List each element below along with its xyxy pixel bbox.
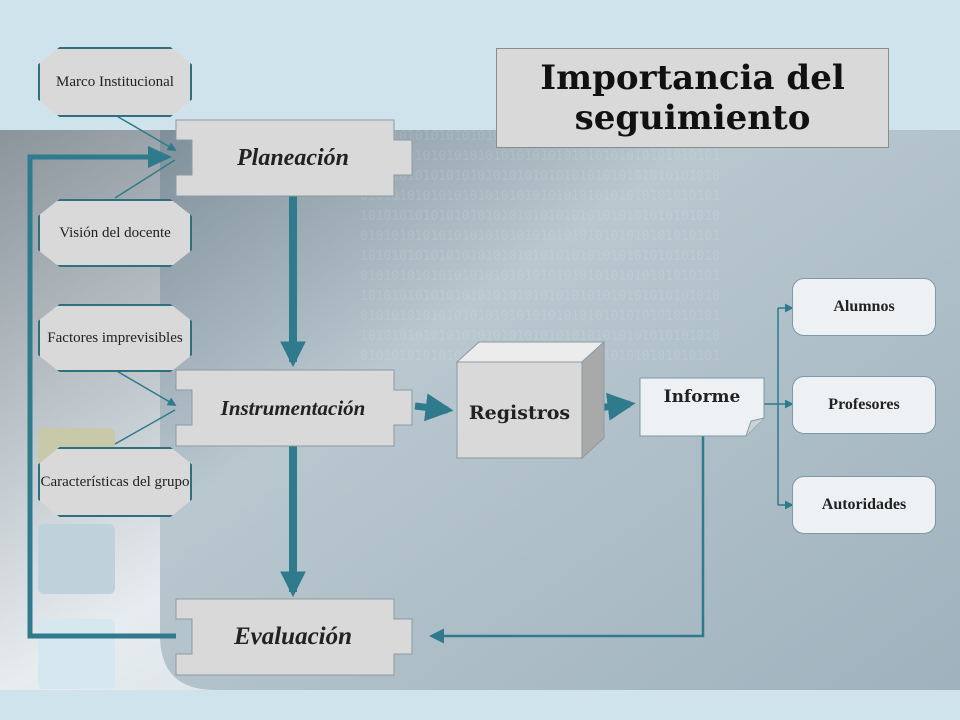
factor-label: Marco Institucional: [56, 73, 174, 90]
step-evaluacion: Evaluación: [233, 623, 353, 650]
svg-text:101010101010101010101010101010: 1010101010101010101010101010101010101010…: [360, 289, 720, 304]
svg-text:010101010101010101010101010101: 0101010101010101010101010101010101010101…: [360, 309, 720, 324]
factor-label: Factores imprevisibles: [47, 329, 183, 346]
svg-text:010101010101010101010101010101: 0101010101010101010101010101010101010101…: [360, 189, 720, 204]
recipient-label: Alumnos: [833, 298, 895, 315]
factor-label: Características del grupo: [40, 473, 190, 490]
svg-text:101010101010101010101010101010: 1010101010101010101010101010101010101010…: [360, 209, 720, 224]
informe-label: Informe: [663, 387, 741, 407]
registros-cube: [455, 340, 606, 460]
recipient-alumnos: Alumnos: [792, 278, 936, 336]
factor-label: Visión del docente: [59, 224, 171, 241]
planeacion-shape: [175, 119, 413, 197]
evaluacion-shape: [175, 598, 413, 676]
svg-text:010101010101010101010101010101: 0101010101010101010101010101010101010101…: [360, 149, 720, 164]
svg-text:101010101010101010101010101010: 1010101010101010101010101010101010101010…: [360, 329, 720, 344]
deco-tile-2: [38, 524, 115, 594]
registros-label: Registros: [468, 402, 571, 424]
svg-text:101010101010101010101010101010: 1010101010101010101010101010101010101010…: [360, 169, 720, 184]
recipient-autoridades: Autoridades: [792, 476, 936, 534]
deco-tile-3: [38, 619, 115, 689]
factor-marco-institucional: Marco Institucional: [38, 47, 192, 117]
svg-text:010101010101010101010101010101: 0101010101010101010101010101010101010101…: [360, 229, 720, 244]
step-planeacion: Planeación: [237, 144, 349, 171]
page-title: Importancia del seguimiento: [496, 48, 889, 148]
recipient-profesores: Profesores: [792, 376, 936, 434]
recipient-label: Profesores: [828, 396, 900, 413]
recipient-label: Autoridades: [821, 496, 907, 513]
factor-vision-docente: Visión del docente: [38, 199, 192, 267]
instrumentacion-shape: [175, 369, 413, 447]
factor-caracteristicas-grupo: Características del grupo: [38, 447, 192, 517]
step-instrumentacion: Instrumentación: [220, 395, 366, 420]
svg-text:010101010101010101010101010101: 0101010101010101010101010101010101010101…: [360, 269, 720, 284]
svg-text:101010101010101010101010101010: 1010101010101010101010101010101010101010…: [360, 249, 720, 264]
factor-imprevisibles: Factores imprevisibles: [38, 304, 192, 372]
